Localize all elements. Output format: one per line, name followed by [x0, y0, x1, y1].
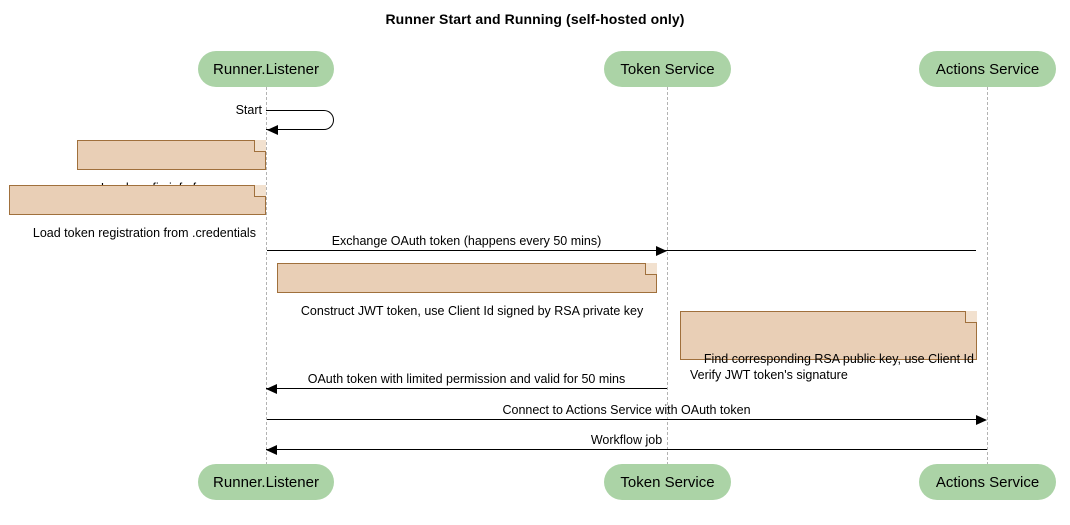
note-construct-jwt: Construct JWT token, use Client Id signe… [277, 263, 657, 318]
note-text: Construct JWT token, use Client Id signe… [300, 304, 644, 318]
participant-label: Actions Service [935, 473, 1040, 491]
arrow-head-start [267, 124, 278, 135]
participant-token-top[interactable]: Token Service [604, 51, 731, 87]
participant-label: Runner.Listener [213, 473, 319, 491]
participant-label: Runner.Listener [213, 60, 319, 78]
message-line-oauth-token-reply [266, 388, 667, 389]
note-fold-icon [645, 263, 657, 275]
note-fold-icon [254, 185, 266, 197]
arrow-head-exchange-oauth-token [656, 245, 667, 256]
message-label-exchange-oauth-token: Exchange OAuth token (happens every 50 m… [331, 234, 602, 248]
lifeline-runner [266, 87, 267, 465]
message-label-workflow-job: Workflow job [590, 433, 663, 447]
participant-label: Actions Service [935, 60, 1040, 78]
self-message-start [266, 110, 334, 130]
participant-label: Token Service [620, 473, 715, 491]
message-line-workflow-job [266, 449, 987, 450]
note-load-token-registration: Load token registration from .credential… [9, 185, 266, 240]
participant-actions-bottom[interactable]: Actions Service [919, 464, 1056, 500]
note-verify-jwt: Find corresponding RSA public key, use C… [680, 311, 977, 382]
lifeline-actions [987, 87, 988, 465]
message-label-oauth-token-reply: OAuth token with limited permission and … [307, 372, 626, 386]
arrow-head-oauth-token-reply [266, 383, 277, 394]
participant-label: Token Service [620, 60, 715, 78]
note-load-config: Load config info from .runner [77, 140, 266, 195]
arrow-head-workflow-job [266, 444, 277, 455]
message-line-exchange-oauth-token [267, 250, 976, 251]
note-text: Find corresponding RSA public key, use C… [690, 352, 974, 382]
participant-runner-top[interactable]: Runner.Listener [198, 51, 334, 87]
message-label-connect-actions-service: Connect to Actions Service with OAuth to… [502, 403, 751, 417]
note-fold-icon [965, 311, 977, 323]
message-label-start: Start [235, 103, 262, 117]
note-text: Load token registration from .credential… [32, 226, 256, 240]
page-title: Runner Start and Running (self-hosted on… [385, 11, 685, 27]
participant-runner-bottom[interactable]: Runner.Listener [198, 464, 334, 500]
note-fold-icon [254, 140, 266, 152]
message-line-connect-actions-service [267, 419, 976, 420]
participant-actions-top[interactable]: Actions Service [919, 51, 1056, 87]
arrow-head-connect-actions-service [976, 414, 987, 425]
participant-token-bottom[interactable]: Token Service [604, 464, 731, 500]
lifeline-token [667, 87, 668, 465]
